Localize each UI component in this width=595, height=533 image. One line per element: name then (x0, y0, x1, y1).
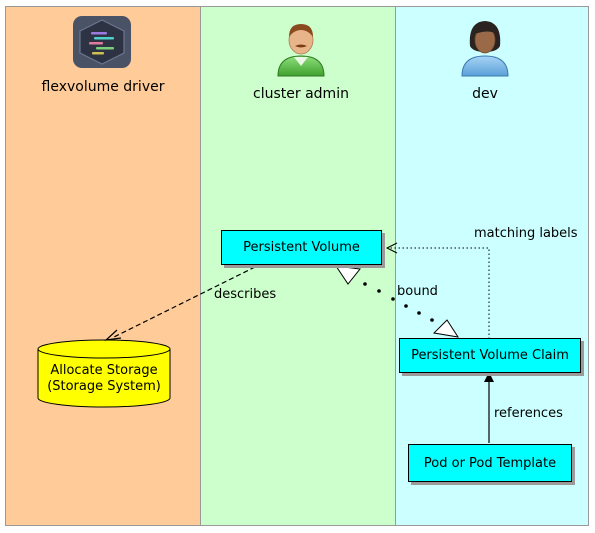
matching-labels-label: matching labels (474, 226, 578, 241)
flexvolume-logo-icon (73, 16, 131, 68)
persistent-volume-label: Persistent Volume (243, 240, 360, 255)
storage-cylinder (37, 339, 171, 408)
pod-template-node[interactable]: Pod or Pod Template (408, 444, 572, 482)
lane-flexvolume-driver (5, 6, 201, 526)
lane-dev (395, 6, 589, 526)
storage-label-line1: Allocate Storage (50, 363, 158, 378)
matching-labels-edge (385, 242, 490, 339)
persistent-volume-claim-label: Persistent Volume Claim (411, 348, 569, 363)
lane-cluster-admin (200, 6, 396, 526)
references-label: references (494, 406, 563, 421)
bound-label: bound (397, 284, 438, 299)
developer-user-icon (461, 21, 509, 77)
persistent-volume-claim-node[interactable]: Persistent Volume Claim (399, 338, 581, 373)
lane-title-dev: dev (472, 86, 498, 102)
persistent-volume-node[interactable]: Persistent Volume (221, 230, 382, 265)
pod-template-label: Pod or Pod Template (423, 455, 557, 471)
lane-title-cluster-admin: cluster admin (253, 86, 349, 102)
bound-edge (334, 265, 460, 338)
admin-user-icon (277, 24, 325, 77)
describes-edge (104, 266, 256, 341)
storage-node[interactable]: Allocate Storage (Storage System) (38, 363, 170, 395)
references-edge (484, 372, 494, 443)
lane-title-flexvolume-driver: flexvolume driver (41, 79, 165, 95)
describes-label: describes (214, 287, 277, 302)
storage-label-line2: (Storage System) (47, 379, 161, 394)
